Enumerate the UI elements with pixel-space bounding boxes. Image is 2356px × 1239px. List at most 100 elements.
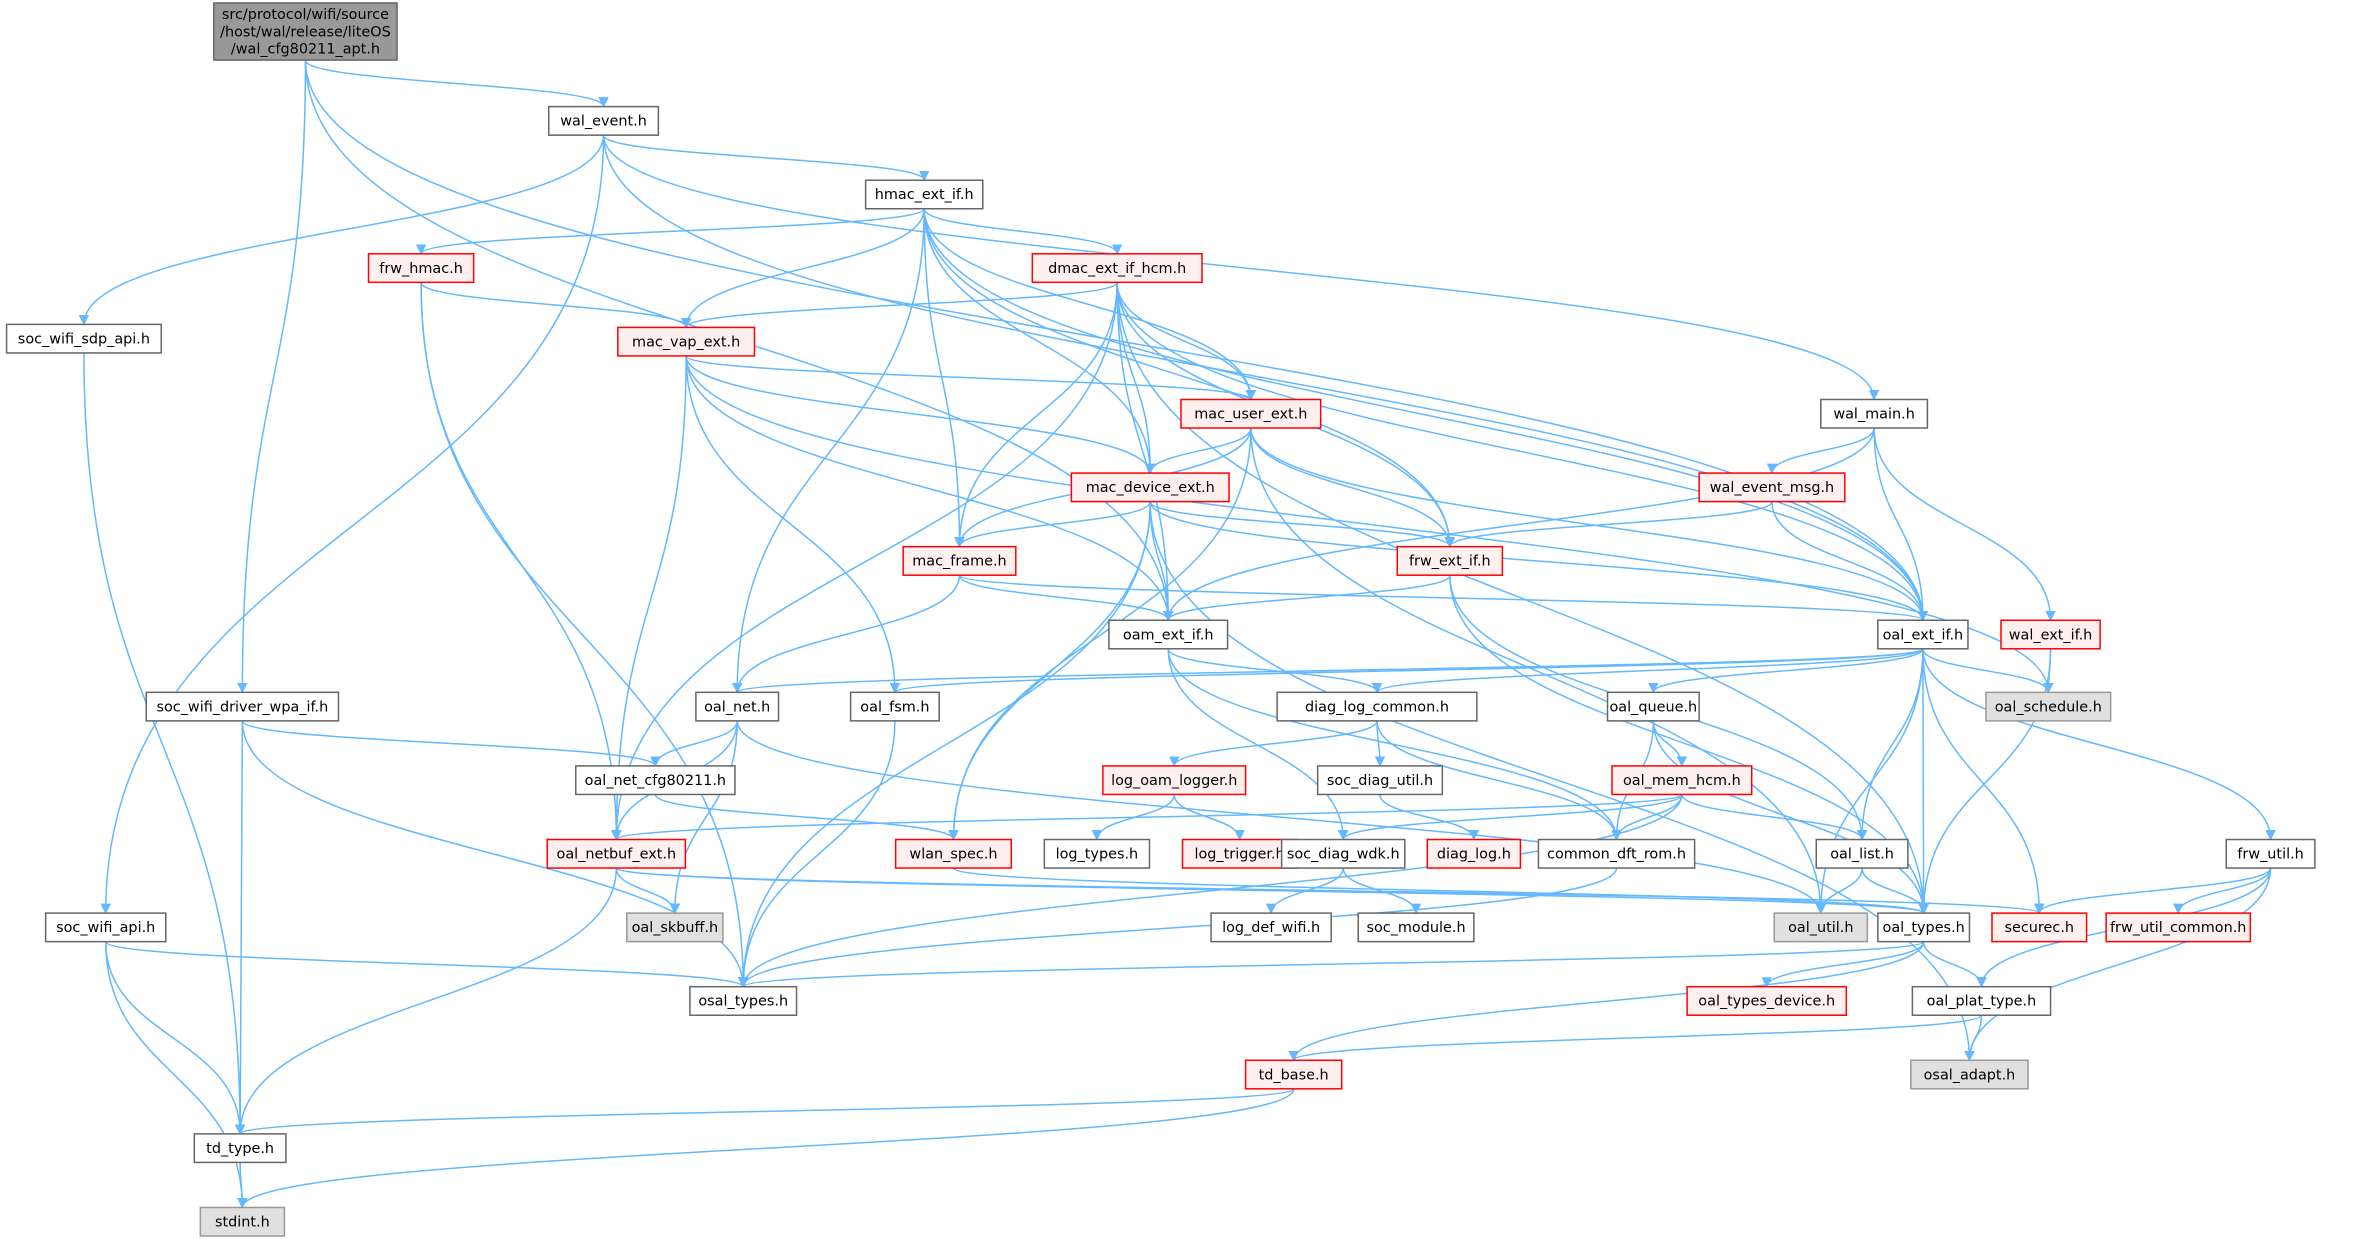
node-box[interactable] [1280, 838, 1406, 869]
node-box[interactable] [2000, 619, 2101, 650]
node-wal-main[interactable]: wal_main.h [1820, 398, 1929, 429]
node-box[interactable] [1910, 1059, 2029, 1090]
node-box[interactable] [575, 765, 736, 796]
node-box[interactable] [193, 1133, 287, 1164]
node-box[interactable] [689, 985, 798, 1016]
node-osal-types[interactable]: osal_types.h [689, 985, 798, 1016]
node-soc-wifi-sdp-api[interactable]: soc_wifi_sdp_api.h [5, 323, 163, 354]
node-box[interactable] [1276, 691, 1478, 722]
node-wal-ext-if[interactable]: wal_ext_if.h [2000, 619, 2101, 650]
node-box[interactable] [617, 326, 756, 357]
node-box[interactable] [546, 838, 687, 869]
node-box[interactable] [1606, 691, 1700, 722]
node-wal-event-msg[interactable]: wal_event_msg.h [1698, 472, 1846, 503]
node-soc-diag-util[interactable]: soc_diag_util.h [1316, 765, 1444, 796]
node-box[interactable] [1070, 472, 1230, 503]
node-box[interactable] [1537, 838, 1696, 869]
node-box[interactable] [864, 179, 984, 210]
node-frw-hmac[interactable]: frw_hmac.h [367, 253, 475, 284]
node-soc-diag-wdk[interactable]: soc_diag_wdk.h [1280, 838, 1406, 869]
node-oal-types-device[interactable]: oal_types_device.h [1686, 985, 1848, 1016]
node-diag-log[interactable]: diag_log.h [1426, 838, 1522, 869]
node-common-dft-rom[interactable]: common_dft_rom.h [1537, 838, 1696, 869]
node-soc-wifi-api[interactable]: soc_wifi_api.h [44, 912, 167, 943]
node-oal-net[interactable]: oal_net.h [695, 691, 780, 722]
node-box[interactable] [213, 2, 398, 61]
node-box[interactable] [1244, 1059, 1343, 1090]
node-oal-ext-if[interactable]: oal_ext_if.h [1877, 619, 1969, 650]
node-oal-mem-hcm[interactable]: oal_mem_hcm.h [1611, 765, 1753, 796]
node-frw-util[interactable]: frw_util.h [2225, 838, 2316, 869]
node-log-types[interactable]: log_types.h [1043, 838, 1151, 869]
node-box[interactable] [5, 323, 163, 354]
node-root[interactable]: src/protocol/wifi/source/host/wal/releas… [213, 2, 398, 61]
node-frw-util-common[interactable]: frw_util_common.h [2105, 912, 2252, 943]
node-box[interactable] [1210, 912, 1332, 943]
node-box[interactable] [1991, 912, 2088, 943]
node-log-oam-logger[interactable]: log_oam_logger.h [1102, 765, 1247, 796]
node-oal-types[interactable]: oal_types.h [1877, 912, 1971, 943]
node-box[interactable] [145, 691, 340, 722]
node-box[interactable] [1108, 619, 1229, 650]
node-box[interactable] [1031, 253, 1203, 284]
node-box[interactable] [849, 691, 940, 722]
node-box[interactable] [547, 105, 660, 136]
node-wlan-spec[interactable]: wlan_spec.h [894, 838, 1013, 869]
node-mac-frame[interactable]: mac_frame.h [902, 545, 1017, 576]
node-stdint[interactable]: stdint.h [199, 1206, 286, 1237]
node-log-def-wifi[interactable]: log_def_wifi.h [1210, 912, 1332, 943]
node-mac-device-ext[interactable]: mac_device_ext.h [1070, 472, 1230, 503]
node-box[interactable] [1611, 765, 1753, 796]
node-box[interactable] [1773, 912, 1869, 943]
node-box[interactable] [1911, 985, 2052, 1016]
node-soc-module[interactable]: soc_module.h [1357, 912, 1475, 943]
node-label: td_base.h [1259, 1067, 1329, 1083]
node-frw-ext-if[interactable]: frw_ext_if.h [1396, 545, 1504, 576]
node-box[interactable] [1357, 912, 1475, 943]
node-dmac-ext-if-hcm[interactable]: dmac_ext_if_hcm.h [1031, 253, 1203, 284]
node-box[interactable] [1043, 838, 1151, 869]
node-box[interactable] [44, 912, 167, 943]
node-box[interactable] [2105, 912, 2252, 943]
node-box[interactable] [1686, 985, 1848, 1016]
node-box[interactable] [1698, 472, 1846, 503]
node-mac-vap-ext[interactable]: mac_vap_ext.h [617, 326, 756, 357]
node-box[interactable] [2225, 838, 2316, 869]
node-osal-adapt[interactable]: osal_adapt.h [1910, 1059, 2029, 1090]
node-oal-plat-type[interactable]: oal_plat_type.h [1911, 985, 2052, 1016]
node-box[interactable] [695, 691, 780, 722]
node-oal-skbuff[interactable]: oal_skbuff.h [626, 912, 724, 943]
node-box[interactable] [1815, 838, 1909, 869]
node-box[interactable] [1180, 398, 1322, 429]
node-td-base[interactable]: td_base.h [1244, 1059, 1343, 1090]
node-box[interactable] [199, 1206, 286, 1237]
node-box[interactable] [894, 838, 1013, 869]
node-wal-event[interactable]: wal_event.h [547, 105, 660, 136]
node-log-trigger[interactable]: log_trigger.h [1181, 838, 1298, 869]
node-soc-wifi-driver-wpa-if[interactable]: soc_wifi_driver_wpa_if.h [145, 691, 340, 722]
node-td-type[interactable]: td_type.h [193, 1133, 287, 1164]
node-oal-list[interactable]: oal_list.h [1815, 838, 1909, 869]
node-box[interactable] [1877, 619, 1969, 650]
node-box[interactable] [1877, 912, 1971, 943]
node-box[interactable] [1102, 765, 1247, 796]
node-securec[interactable]: securec.h [1991, 912, 2088, 943]
node-box[interactable] [1396, 545, 1504, 576]
node-oam-ext-if[interactable]: oam_ext_if.h [1108, 619, 1229, 650]
node-hmac-ext-if[interactable]: hmac_ext_if.h [864, 179, 984, 210]
node-oal-fsm[interactable]: oal_fsm.h [849, 691, 940, 722]
node-box[interactable] [902, 545, 1017, 576]
node-diag-log-common[interactable]: diag_log_common.h [1276, 691, 1478, 722]
node-oal-net-cfg80211[interactable]: oal_net_cfg80211.h [575, 765, 736, 796]
node-oal-schedule[interactable]: oal_schedule.h [1985, 691, 2112, 722]
node-box[interactable] [1985, 691, 2112, 722]
node-box[interactable] [367, 253, 475, 284]
node-box[interactable] [626, 912, 724, 943]
node-mac-user-ext[interactable]: mac_user_ext.h [1180, 398, 1322, 429]
node-oal-queue[interactable]: oal_queue.h [1606, 691, 1700, 722]
node-box[interactable] [1820, 398, 1929, 429]
node-oal-util[interactable]: oal_util.h [1773, 912, 1869, 943]
node-box[interactable] [1426, 838, 1522, 869]
node-oal-netbuf-ext[interactable]: oal_netbuf_ext.h [546, 838, 687, 869]
node-box[interactable] [1316, 765, 1444, 796]
